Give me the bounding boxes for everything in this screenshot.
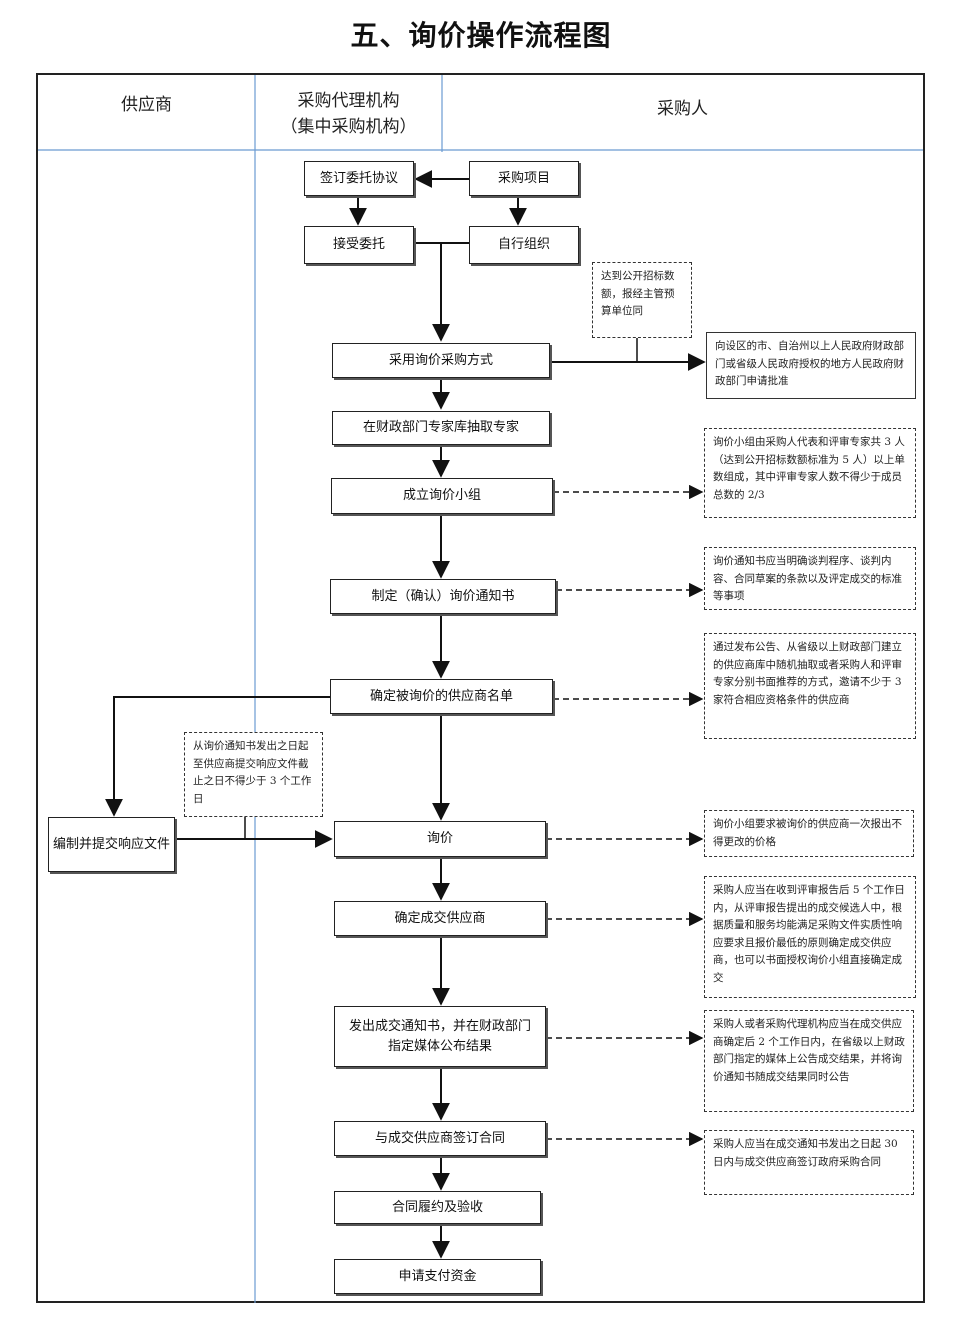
lane-agency-header: 采购代理机构 （集中采购机构）	[255, 88, 442, 140]
winner-rule-note: 采购人应当在收到评审报告后 5 个工作日内，从评审报告提出的成交候选人中，根据质…	[704, 876, 916, 998]
days-limit-note: 从询价通知书发出之日起至供应商提交响应文件截止之日不得少于 3 个工作日	[184, 732, 323, 817]
form-group-box: 成立询价小组	[331, 478, 553, 514]
sign-contract-box: 与成交供应商签订合同	[334, 1121, 546, 1156]
lane-agency-title: 采购代理机构	[297, 91, 400, 111]
arrow-to-supplier	[105, 696, 330, 817]
accept-entrust-box: 接受委托	[304, 226, 414, 264]
self-organize-box: 自行组织	[469, 226, 579, 264]
adopt-inquiry-box: 采用询价采购方式	[332, 343, 550, 378]
approval-note: 向设区的市、自治州以上人民政府财政部门或省级人民政府授权的地方人民政府财政部门申…	[706, 332, 916, 399]
one-price-note: 询价小组要求被询价的供应商一次报出不得更改的价格	[704, 810, 914, 857]
contract-rule-note: 采购人应当在成交通知书发出之日起 30 日内与成交供应商签订政府采购合同	[704, 1130, 914, 1195]
purchase-project-box: 采购项目	[469, 161, 579, 196]
threshold-note: 达到公开招标数额，报经主管预算单位同	[592, 262, 692, 338]
publish-rule-note: 采购人或者采购代理机构应当在成交供应商确定后 2 个工作日内，在省级以上财政部门…	[704, 1010, 914, 1112]
determine-winner-box: 确定成交供应商	[334, 901, 546, 936]
inquiry-box: 询价	[334, 821, 546, 857]
acceptance-box: 合同履约及验收	[334, 1191, 541, 1224]
notice-content-note: 询价通知书应当明确谈判程序、谈判内容、合同草案的条款以及评定成交的标准等事项	[704, 547, 916, 610]
make-notice-box: 制定（确认）询价通知书	[330, 579, 556, 614]
lane-agency-subtitle: （集中采购机构）	[280, 117, 417, 137]
issue-notice-box: 发出成交通知书，并在财政部门指定媒体公布结果	[334, 1006, 546, 1067]
prepare-response-box: 编制并提交响应文件	[48, 817, 175, 872]
select-experts-box: 在财政部门专家库抽取专家	[332, 411, 550, 445]
page-title: 五、询价操作流程图	[350, 19, 612, 52]
lane-purchaser-header: 采购人	[657, 99, 708, 119]
sign-agreement-box: 签订委托协议	[304, 161, 414, 196]
confirm-suppliers-box: 确定被询价的供应商名单	[330, 679, 553, 714]
lane-supplier-header: 供应商	[121, 95, 172, 115]
group-composition-note: 询价小组由采购人代表和评审专家共 3 人（达到公开招标数额标准为 5 人）以上单…	[704, 428, 916, 518]
flowchart-frame	[36, 73, 925, 1303]
payment-box: 申请支付资金	[334, 1259, 541, 1294]
supplier-selection-note: 通过发布公告、从省级以上财政部门建立的供应商库中随机抽取或者采购人和评审专家分别…	[704, 633, 916, 739]
